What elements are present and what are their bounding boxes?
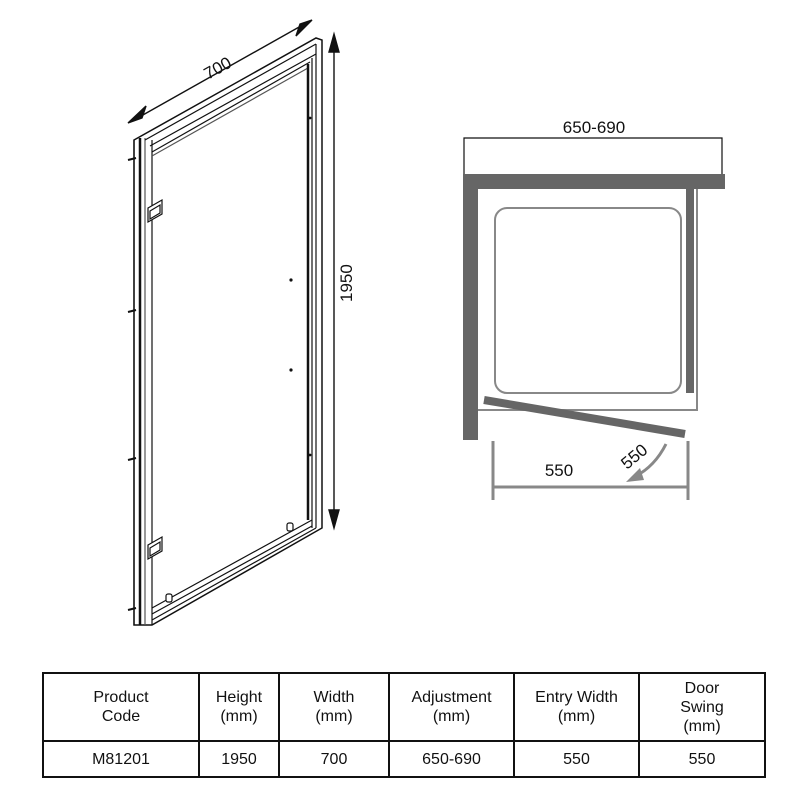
header-door-swing: Door Swing (mm) [638,672,766,742]
header-line: (mm) [315,708,353,725]
adjustment-bracket [463,137,723,178]
header-adjustment: Adjustment (mm) [388,672,515,742]
height-dimension-arrow [328,31,340,531]
header-width: Width (mm) [278,672,390,742]
cell-door-swing: 550 [638,740,766,778]
back-wall [463,174,725,189]
header-line: (mm) [683,717,721,735]
height-label: 1950 [337,264,356,302]
shower-tray [494,207,682,394]
header-line: (mm) [432,708,471,725]
table-header-row: Product Code Height (mm) Width (mm) Adju… [42,672,766,742]
header-line: Entry Width [535,689,618,706]
handle-dots [289,116,312,457]
header-line: Code [101,708,141,725]
technical-drawing: 700 1950 650-690 550 550 [127,19,725,626]
spec-table: Product Code Height (mm) Width (mm) Adju… [42,672,766,778]
adjustment-label: 650-690 [563,118,625,137]
header-height: Height (mm) [198,672,280,742]
entry-width-bracket [491,441,690,500]
cell-entry-width: 550 [513,740,640,778]
cell-product-code: M81201 [42,740,200,778]
plan-view [463,137,725,500]
header-line: Width [313,689,355,706]
header-line: (mm) [220,708,258,725]
header-line: Product [93,689,149,706]
cell-width: 700 [278,740,390,778]
side-wall [463,174,478,440]
header-line: Height [215,689,263,706]
header-line: Door [684,679,720,697]
entry-width-label: 550 [545,461,573,480]
width-dimension-arrow [127,19,313,124]
header-line: Adjustment [411,689,492,706]
cell-height: 1950 [198,740,280,778]
open-door [483,396,686,438]
cell-adjustment: 650-690 [388,740,515,778]
fixed-panel [686,189,694,393]
table-row: M81201 1950 700 650-690 550 550 [42,740,766,778]
header-line: (mm) [557,708,596,725]
header-entry-width: Entry Width (mm) [513,672,640,742]
header-product-code: Product Code [42,672,200,742]
door-elevation [127,37,323,626]
header-line: Swing [680,698,724,716]
